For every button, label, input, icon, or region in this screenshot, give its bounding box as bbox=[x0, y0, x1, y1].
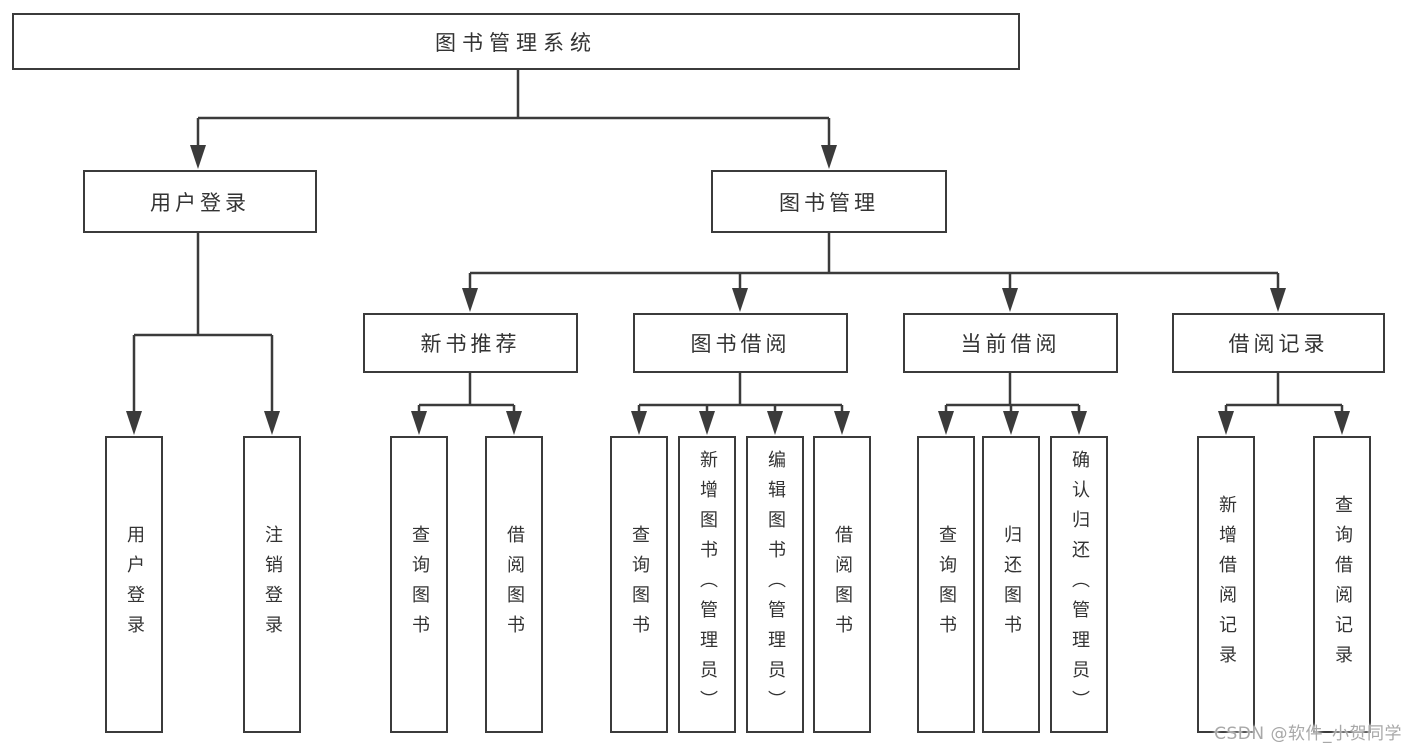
leaf-edit-book-admin-label: 编辑图书（管理员） bbox=[765, 449, 786, 720]
arrow-down-icon bbox=[1218, 411, 1234, 435]
connector-current-borrow-children bbox=[944, 373, 1081, 415]
arrow-down-icon bbox=[411, 411, 427, 435]
node-user-login: 用户登录 bbox=[83, 170, 317, 233]
arrow-down-icon bbox=[264, 411, 280, 435]
arrow-down-icon bbox=[834, 411, 850, 435]
arrowhead-icons bbox=[126, 145, 1350, 435]
connector-user-login-children bbox=[132, 233, 274, 415]
connector-new-book-children bbox=[417, 373, 516, 415]
arrow-down-icon bbox=[1270, 288, 1286, 312]
leaf-add-book-admin-label: 新增图书（管理员） bbox=[697, 449, 718, 720]
leaf-logout: 注销登录 bbox=[243, 436, 301, 733]
leaf-query-books-recommend: 查询图书 bbox=[390, 436, 448, 733]
leaf-add-borrow-record: 新增借阅记录 bbox=[1197, 436, 1255, 733]
leaf-query-books-current: 查询图书 bbox=[917, 436, 975, 733]
node-current-borrow: 当前借阅 bbox=[903, 313, 1118, 373]
node-book-management-label: 图书管理 bbox=[779, 190, 879, 215]
node-book-management: 图书管理 bbox=[711, 170, 947, 233]
arrow-down-icon bbox=[506, 411, 522, 435]
node-borrow-records: 借阅记录 bbox=[1172, 313, 1385, 373]
arrow-down-icon bbox=[1003, 411, 1019, 435]
leaf-borrow-books: 借阅图书 bbox=[813, 436, 871, 733]
leaf-return-books-label: 归还图书 bbox=[1001, 524, 1022, 645]
arrow-down-icon bbox=[631, 411, 647, 435]
arrow-down-icon bbox=[462, 288, 478, 312]
node-borrow-records-label: 借阅记录 bbox=[1228, 332, 1329, 356]
node-user-login-label: 用户登录 bbox=[150, 190, 250, 215]
leaf-add-book-admin: 新增图书（管理员） bbox=[678, 436, 736, 733]
leaf-user-login-label: 用户登录 bbox=[124, 524, 145, 645]
arrow-down-icon bbox=[190, 145, 206, 169]
connector-borrow-records-children bbox=[1224, 373, 1344, 415]
leaf-query-books-borrow-label: 查询图书 bbox=[629, 524, 650, 645]
node-library-system-label: 图书管理系统 bbox=[435, 30, 597, 55]
arrow-down-icon bbox=[699, 411, 715, 435]
arrow-down-icon bbox=[1334, 411, 1350, 435]
leaf-query-books-recommend-label: 查询图书 bbox=[409, 524, 430, 645]
connector-book-mgmt-children bbox=[468, 233, 1280, 292]
leaf-add-borrow-record-label: 新增借阅记录 bbox=[1216, 494, 1237, 675]
leaf-edit-book-admin: 编辑图书（管理员） bbox=[746, 436, 804, 733]
leaf-borrow-books-recommend: 借阅图书 bbox=[485, 436, 543, 733]
leaf-logout-label: 注销登录 bbox=[262, 524, 283, 645]
connector-book-borrow-children bbox=[637, 373, 844, 415]
leaf-borrow-books-label: 借阅图书 bbox=[832, 524, 853, 645]
node-library-system: 图书管理系统 bbox=[12, 13, 1020, 70]
leaf-confirm-return-admin: 确认归还（管理员） bbox=[1050, 436, 1108, 733]
arrow-down-icon bbox=[767, 411, 783, 435]
node-book-borrow-label: 图书借阅 bbox=[690, 332, 791, 356]
leaf-borrow-books-recommend-label: 借阅图书 bbox=[504, 524, 525, 645]
leaf-confirm-return-admin-label: 确认归还（管理员） bbox=[1069, 449, 1090, 720]
leaf-query-books-borrow: 查询图书 bbox=[610, 436, 668, 733]
arrow-down-icon bbox=[126, 411, 142, 435]
watermark: CSDN @软件_小贺同学 bbox=[1214, 724, 1402, 744]
arrow-down-icon bbox=[821, 145, 837, 169]
node-new-book-recommend-label: 新书推荐 bbox=[420, 332, 521, 356]
arrow-down-icon bbox=[938, 411, 954, 435]
arrow-down-icon bbox=[1002, 288, 1018, 312]
arrow-down-icon bbox=[1071, 411, 1087, 435]
node-current-borrow-label: 当前借阅 bbox=[960, 332, 1061, 356]
leaf-query-borrow-record-label: 查询借阅记录 bbox=[1332, 494, 1353, 675]
leaf-query-borrow-record: 查询借阅记录 bbox=[1313, 436, 1371, 733]
node-book-borrow: 图书借阅 bbox=[633, 313, 848, 373]
connector-root-to-level2 bbox=[196, 70, 831, 150]
node-new-book-recommend: 新书推荐 bbox=[363, 313, 578, 373]
connector-lines bbox=[132, 70, 1344, 415]
leaf-return-books: 归还图书 bbox=[982, 436, 1040, 733]
arrow-down-icon bbox=[732, 288, 748, 312]
leaf-query-books-current-label: 查询图书 bbox=[936, 524, 957, 645]
leaf-user-login: 用户登录 bbox=[105, 436, 163, 733]
